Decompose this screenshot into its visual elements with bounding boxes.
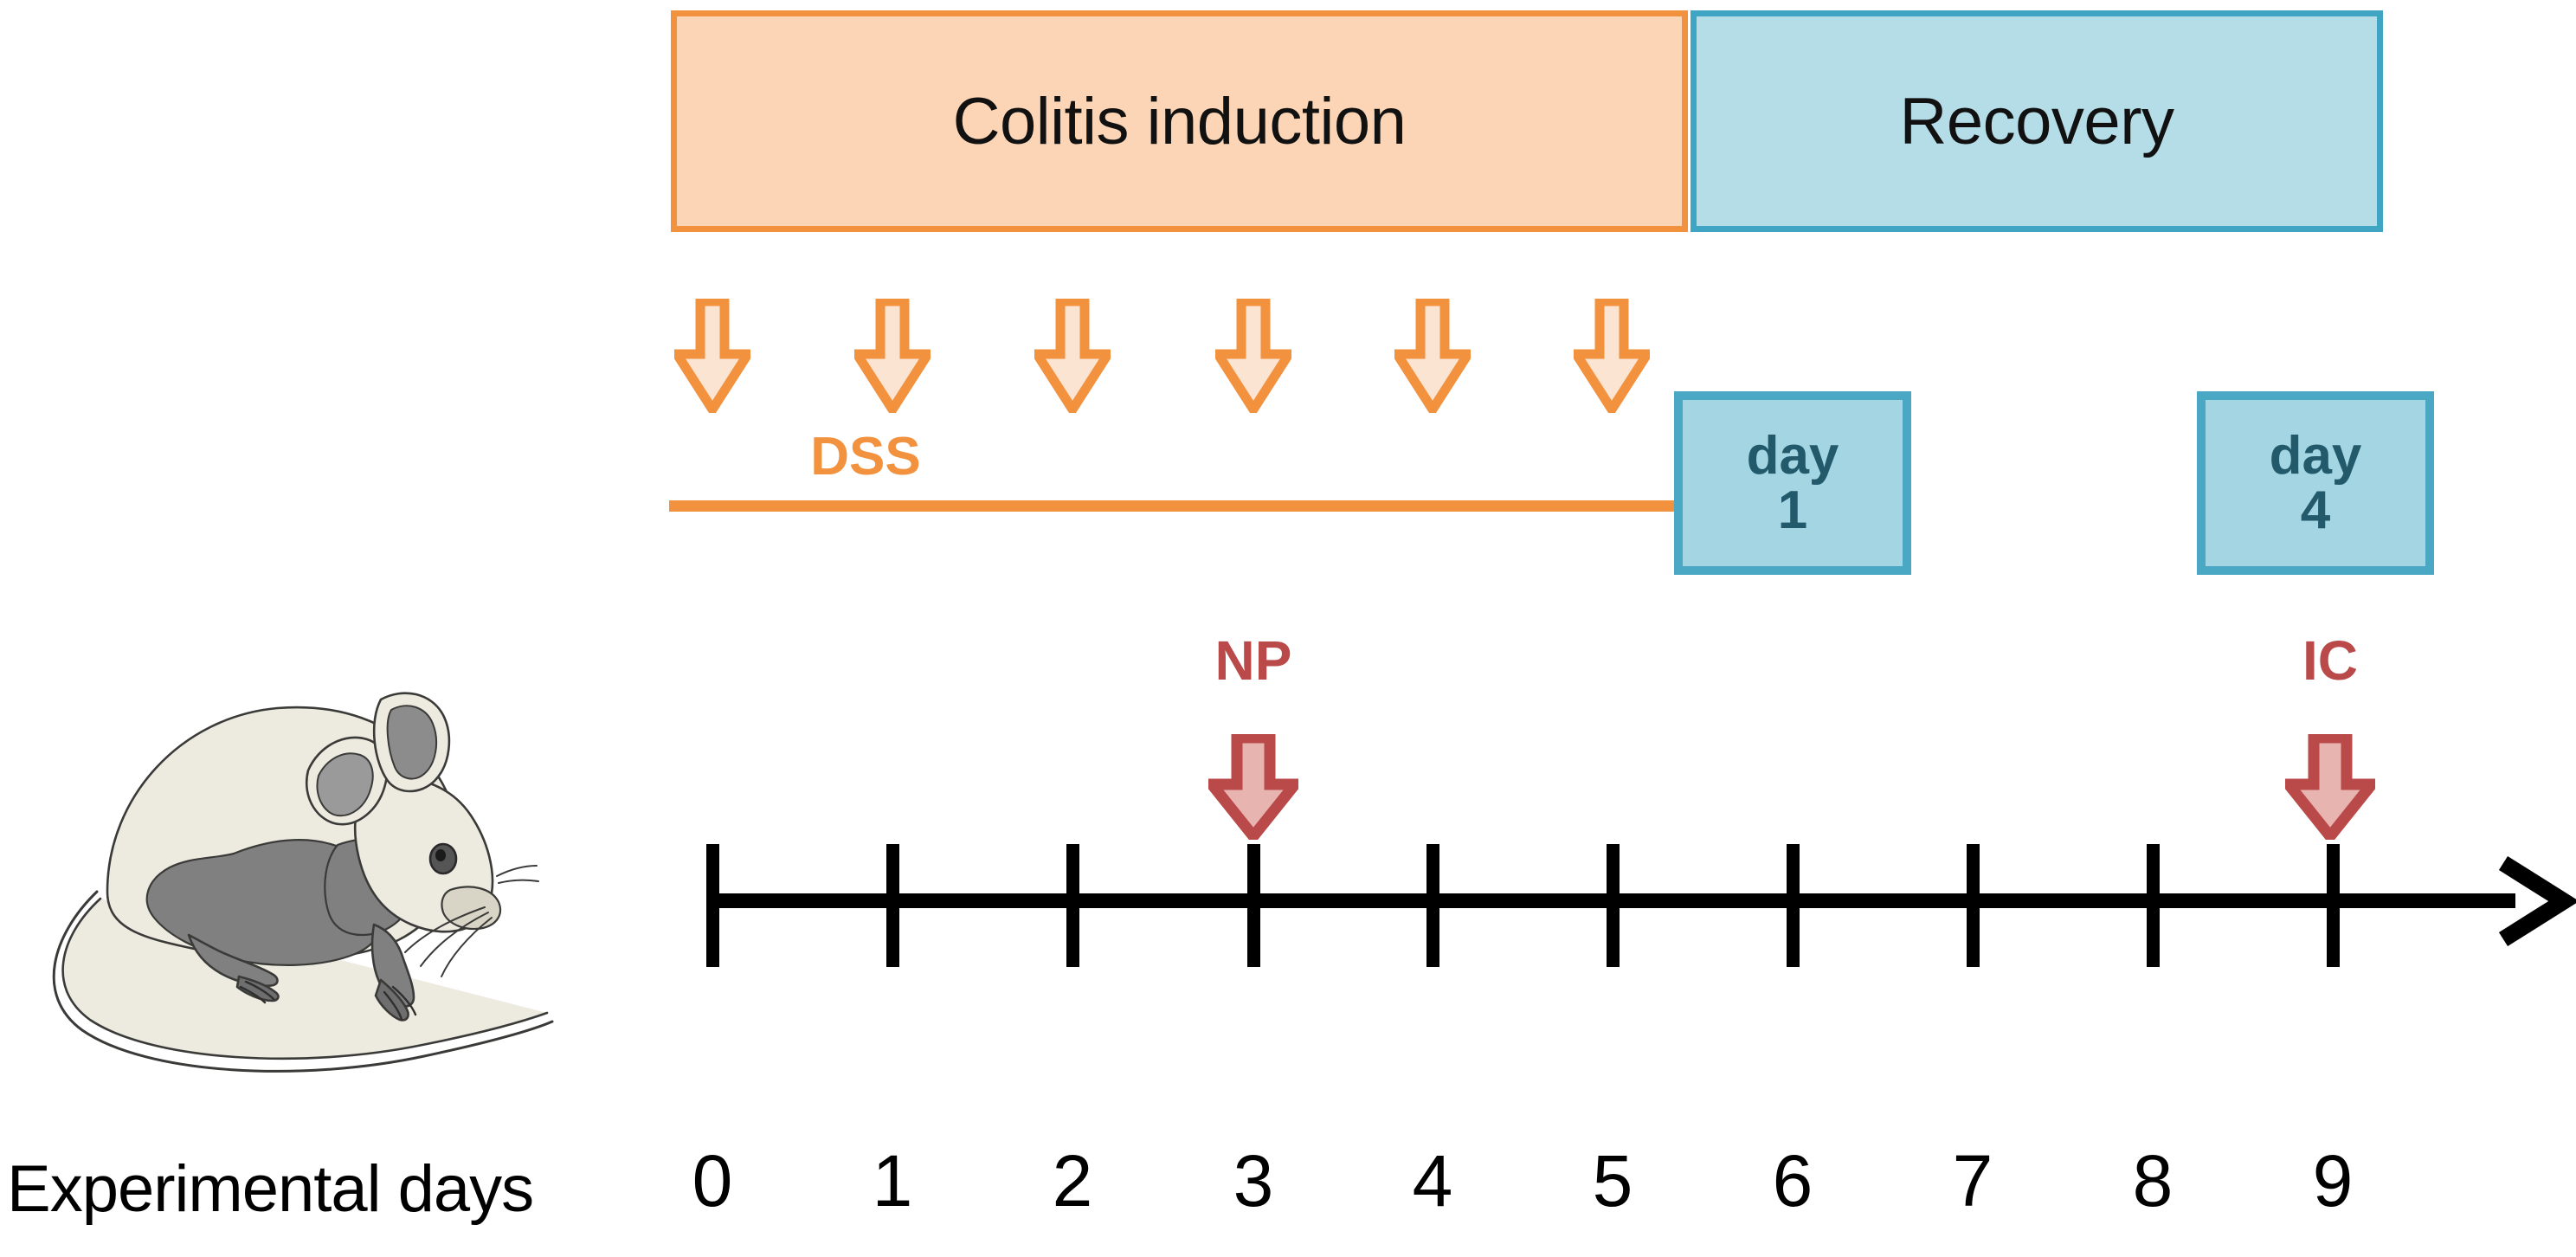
- timeline-tick: [1787, 844, 1800, 967]
- timeline-tick: [706, 844, 719, 967]
- dss-dose-arrow-icon: [1394, 299, 1471, 413]
- dss-dose-arrow-icon: [1215, 299, 1291, 413]
- dss-dose-arrow-icon: [854, 299, 931, 413]
- timeline-tick: [1066, 844, 1079, 967]
- dss-dose-arrow-icon: [1034, 299, 1111, 413]
- mouse-illustration-icon: [17, 675, 623, 1091]
- phase-label-colitis: Colitis induction: [952, 84, 1407, 158]
- treatment-arrow-np-icon: [1208, 734, 1298, 840]
- phase-box-colitis-induction: Colitis induction: [671, 10, 1688, 232]
- axis-title: Experimental days: [7, 1152, 534, 1226]
- phase-box-recovery: Recovery: [1690, 10, 2383, 232]
- sampling-box-day-1: day 1: [1674, 391, 1911, 575]
- timeline-tick: [1607, 844, 1620, 967]
- sampling-box-day-4-line1: day: [2269, 425, 2362, 486]
- day-tick-label: 8: [2132, 1140, 2174, 1222]
- day-tick-label: 0: [692, 1140, 733, 1222]
- day-tick-label: 2: [1052, 1140, 1093, 1222]
- dss-label: DSS: [810, 427, 921, 487]
- timeline-tick: [1967, 844, 1980, 967]
- timeline-tick: [2147, 844, 2160, 967]
- day-tick-label: 6: [1772, 1140, 1813, 1222]
- sampling-box-day-4: day 4: [2197, 391, 2434, 575]
- phase-label-recovery: Recovery: [1899, 84, 2175, 158]
- day-tick-label: 9: [2312, 1140, 2354, 1222]
- day-tick-label: 5: [1592, 1140, 1633, 1222]
- day-tick-label: 4: [1412, 1140, 1453, 1222]
- sampling-box-day-1-line1: day: [1746, 425, 1839, 486]
- day-tick-label: 3: [1233, 1140, 1274, 1222]
- dss-dose-arrow-icon: [1574, 299, 1650, 413]
- timeline-tick: [886, 844, 899, 967]
- timeline-tick: [1426, 844, 1439, 967]
- treatment-arrow-ic-icon: [2285, 734, 2375, 840]
- sampling-box-day-4-line2: 4: [2300, 480, 2331, 540]
- sampling-box-day-1-line2: 1: [1777, 480, 1808, 540]
- timeline-tick: [1247, 844, 1260, 967]
- dss-dose-arrow-icon: [674, 299, 750, 413]
- day-tick-label: 7: [1952, 1140, 1993, 1222]
- treatment-label-ic: IC: [2302, 629, 2358, 692]
- treatment-label-np: NP: [1214, 629, 1292, 692]
- timeline-axis-arrowhead-icon: [2493, 853, 2576, 950]
- dss-treatment-bar: [669, 500, 1688, 512]
- day-tick-label: 1: [872, 1140, 913, 1222]
- timeline-tick: [2327, 844, 2340, 967]
